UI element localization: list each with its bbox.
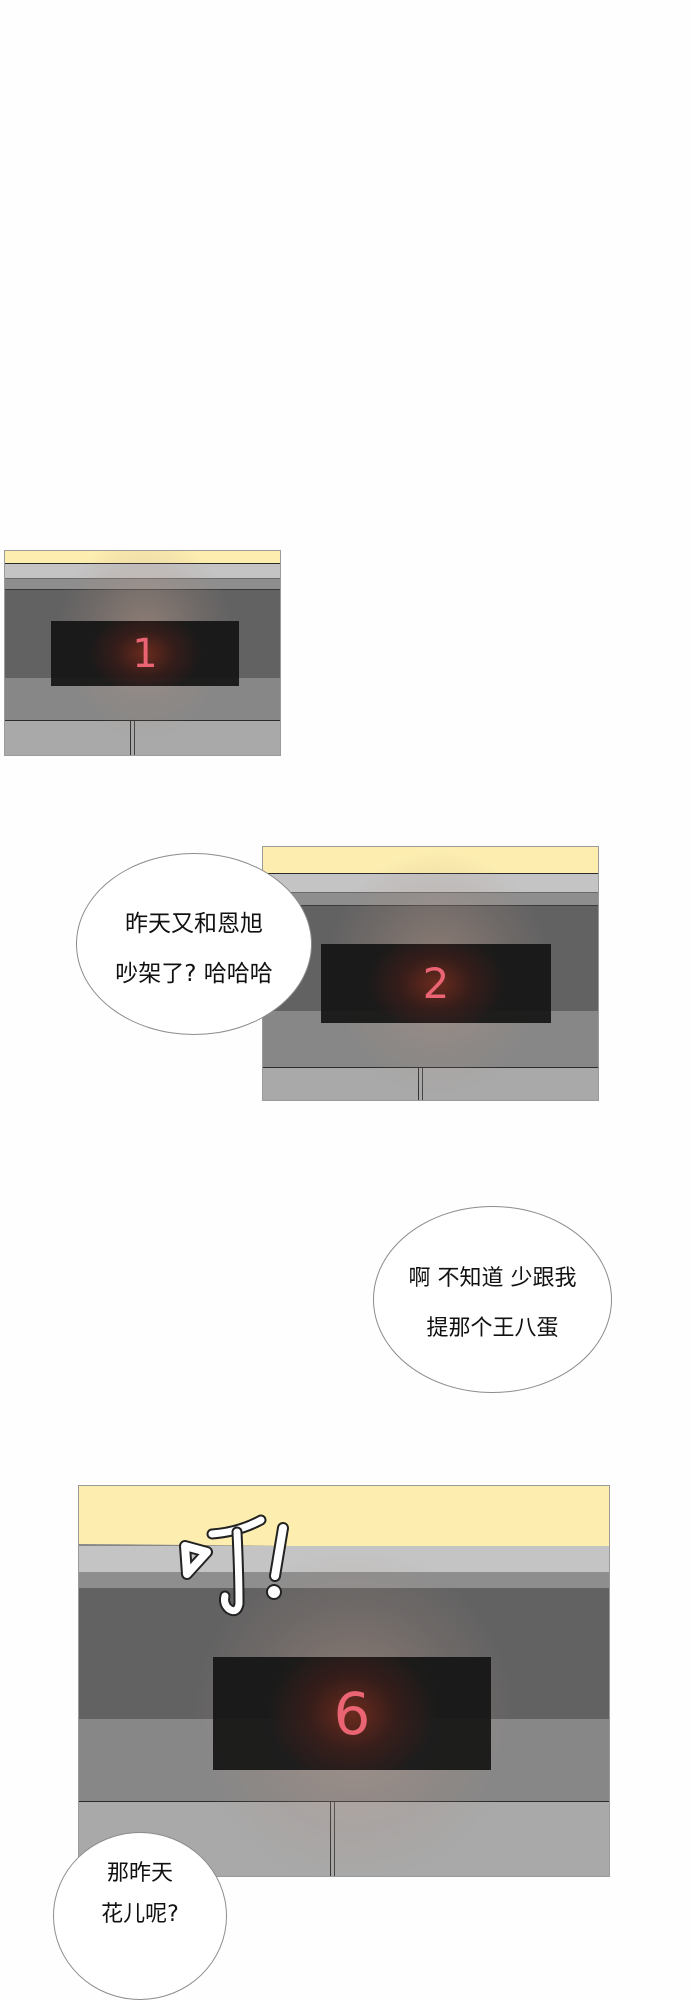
trim-strip xyxy=(5,564,280,579)
comic-panel-floor-1: 1 xyxy=(4,550,281,756)
speech-bubble: 昨天又和恩旭 吵架了? 哈哈哈 xyxy=(76,853,312,1035)
speech-line: 那昨天 xyxy=(106,1861,173,1886)
ceiling-strip xyxy=(79,1486,609,1549)
speech-line: 啊 不知道 少跟我 xyxy=(408,1266,577,1291)
ceiling-strip xyxy=(263,847,598,874)
comic-panel-floor-6: 6 叮! xyxy=(78,1485,610,1877)
speech-bubble: 啊 不知道 少跟我 提那个王八蛋 xyxy=(373,1206,612,1393)
floor-number: 1 xyxy=(132,630,158,677)
floor-divider xyxy=(418,1068,423,1100)
speech-line: 昨天又和恩旭 xyxy=(125,911,263,937)
sound-effect-text: 叮! xyxy=(179,1514,181,1515)
floor-divider xyxy=(130,721,135,755)
ceiling-strip xyxy=(5,551,280,564)
trim-shadow xyxy=(263,893,598,906)
floor-number: 2 xyxy=(422,958,450,1008)
floor-indicator-display: 6 xyxy=(213,1657,491,1770)
speech-line: 吵架了? 哈哈哈 xyxy=(115,961,273,987)
trim-shadow xyxy=(5,579,280,590)
trim-strip xyxy=(79,1546,609,1573)
floor-divider xyxy=(330,1802,335,1876)
speech-line: 花儿呢? xyxy=(101,1902,179,1927)
floor-panels xyxy=(263,1067,598,1100)
floor-number: 6 xyxy=(333,1679,371,1748)
sound-effect-ding: 叮! xyxy=(179,1514,289,1617)
trim-strip xyxy=(263,874,598,893)
floor-indicator-display: 2 xyxy=(321,944,551,1023)
speech-line: 提那个王八蛋 xyxy=(426,1316,559,1341)
floor-panels xyxy=(5,720,280,755)
speech-bubble: 那昨天 花儿呢? xyxy=(53,1832,227,2000)
comic-panel-floor-2: 2 xyxy=(262,846,599,1101)
floor-indicator-display: 1 xyxy=(51,621,239,686)
